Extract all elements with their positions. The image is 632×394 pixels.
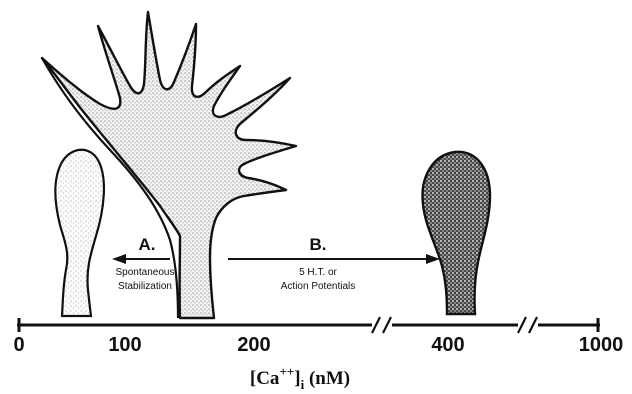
axis-title: [Ca++]i (nM)	[250, 364, 350, 392]
tick-label-0: 0	[13, 334, 24, 356]
tick-label-1000: 1000	[579, 334, 624, 356]
arrow-a-caption-1: Spontaneous	[116, 267, 175, 278]
arrow-b-caption-1: 5 H.T. or	[299, 267, 337, 278]
collapsed-cone-shape	[423, 152, 490, 314]
arrow-b-label: B.	[310, 235, 327, 254]
stabilized-cone-shape	[55, 150, 104, 316]
tick-label-200: 200	[237, 334, 270, 356]
concentration-axis	[17, 318, 600, 332]
tick-label-100: 100	[108, 334, 141, 356]
tick-label-400: 400	[431, 334, 464, 356]
arrow-b-caption-2: Action Potentials	[281, 281, 356, 292]
arrow-a-label: A.	[139, 235, 156, 254]
arrow-a-head	[112, 254, 126, 264]
arrow-a-caption-2: Stabilization	[118, 281, 172, 292]
